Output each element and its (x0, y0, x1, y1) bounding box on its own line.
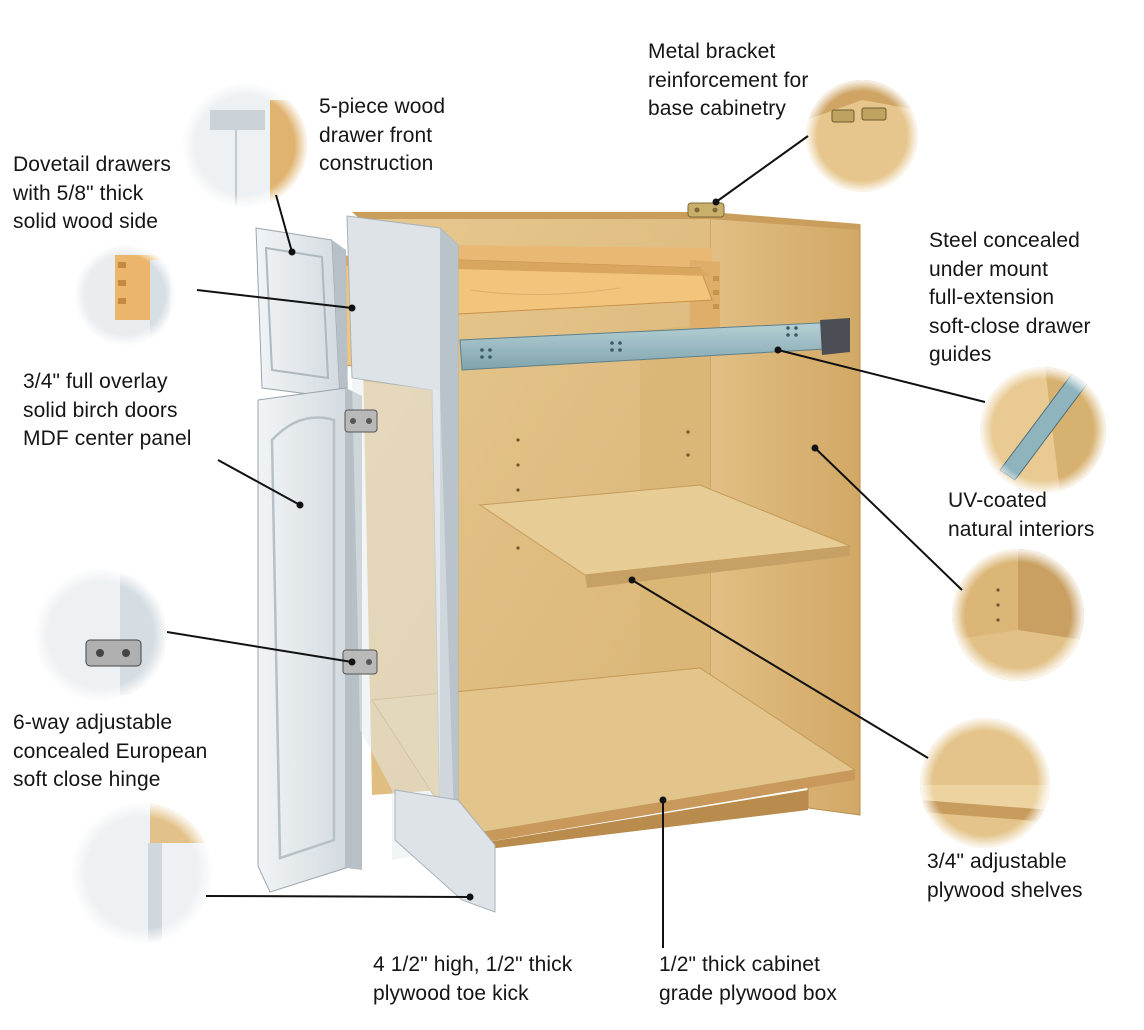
leader-hinge (166, 631, 353, 663)
callout-shelves: 3/4" adjustable plywood shelves (927, 850, 1083, 902)
upper-hinge (344, 409, 378, 433)
cabinet-door (257, 380, 455, 893)
toe-kick-board (463, 790, 808, 850)
metal-bracket (687, 202, 725, 218)
drawer-front-panel (255, 227, 348, 400)
callout-box: 1/2" thick cabinet grade plywood box (659, 953, 837, 1005)
callout-hinge: 6-way adjustable concealed European soft… (13, 711, 208, 791)
leader-dovetail (196, 289, 353, 309)
top-rim (352, 212, 860, 230)
callout-guides: Steel concealed under mount full-extensi… (929, 229, 1091, 366)
leader-interiors (814, 447, 963, 591)
toe-kick-detail-icon (72, 803, 212, 943)
drawer-slide (459, 318, 850, 371)
callout-bracket: Metal bracket reinforcement for base cab… (648, 40, 809, 120)
interior-detail-icon (952, 549, 1084, 681)
lower-hinge (342, 649, 378, 675)
callout-interiors: UV-coated natural interiors (948, 489, 1095, 541)
leader-doors (217, 459, 301, 506)
callout-drawer-front: 5-piece wood drawer front construction (319, 95, 446, 175)
callout-dovetail: Dovetail drawers with 5/8" thick solid w… (13, 153, 171, 233)
leader-guides (777, 349, 986, 403)
leader-shelves (631, 579, 929, 759)
bracket-detail-icon (806, 80, 918, 192)
leader-toe-kick (205, 895, 471, 898)
bottom-front-edge (460, 770, 855, 846)
drawer-guide-detail-icon (980, 367, 1106, 493)
shelf-detail-icon (920, 718, 1050, 848)
leader-drawer-front (275, 194, 293, 253)
leader-bracket (715, 135, 809, 203)
shelf-front-edge (585, 546, 850, 588)
drawer-front-detail-icon (183, 83, 307, 207)
callout-doors: 3/4" full overlay solid birch doors MDF … (23, 370, 192, 450)
callout-toe-kick: 4 1/2" high, 1/2" thick plywood toe kick (373, 953, 573, 1005)
hinge-detail-icon (35, 569, 167, 701)
dovetail-detail-icon (75, 245, 175, 345)
